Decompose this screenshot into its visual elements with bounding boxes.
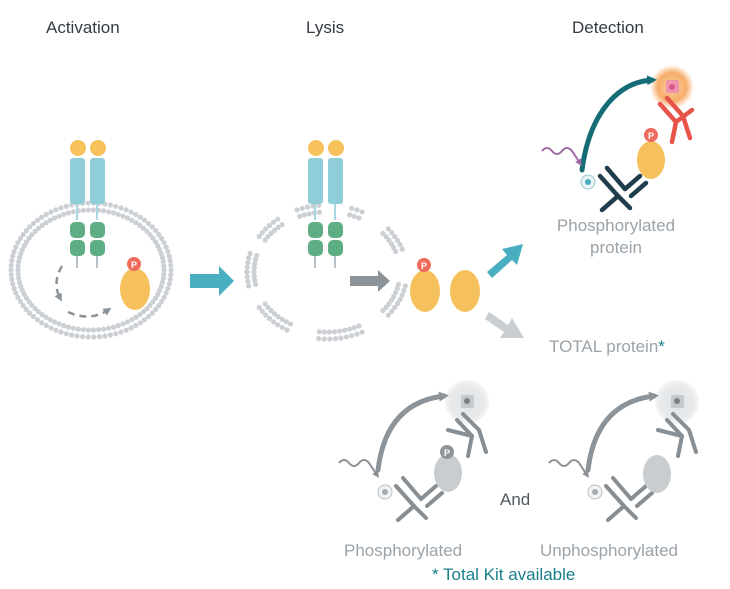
- stage-title-lysis: Lysis: [306, 18, 345, 37]
- excitation-light-icon: [541, 147, 582, 166]
- total-assay-unphospho: [548, 380, 699, 522]
- energy-transfer-arrow-grey-right: [585, 391, 659, 473]
- total-kit-footnote: * Total Kit available: [432, 565, 576, 584]
- total-antibody-grey-left: [446, 412, 488, 458]
- total-protein-text: TOTAL protein: [549, 337, 659, 356]
- phospho-protein-label-line2: protein: [590, 238, 642, 257]
- lysis-receptor: [308, 140, 344, 268]
- detection-phospho-protein: P: [637, 128, 665, 179]
- energy-transfer-arrow: [579, 75, 657, 173]
- activation-panel: P: [8, 140, 174, 340]
- signaling-arrow-right: [67, 307, 112, 318]
- released-phospho-protein: P: [410, 258, 440, 312]
- total-antibody-grey-right: [656, 412, 698, 458]
- total-unphospho-protein-grey: [643, 455, 671, 493]
- excitation-light-icon-grey-right: [548, 459, 589, 478]
- capture-antibody: [597, 165, 649, 213]
- lysis-arrow: [350, 270, 390, 292]
- total-phospho-label: Phosphorylated: [344, 541, 463, 560]
- stage-title-detection: Detection: [572, 18, 644, 37]
- donor-bead-grey-right: [587, 484, 603, 500]
- capture-antibody-grey-right: [604, 476, 654, 522]
- signaling-arrow-down: [54, 265, 64, 302]
- donor-bead-grey-left: [377, 484, 393, 500]
- lysis-panel: P: [244, 140, 480, 342]
- arrow-to-total-detection: [485, 312, 524, 338]
- total-protein-label: TOTAL protein*: [549, 337, 665, 357]
- svg-text:P: P: [131, 260, 137, 270]
- total-phospho-protein-grey: P: [434, 445, 462, 492]
- receptor-ligand-left: [70, 140, 86, 156]
- receptor-ligand-right: [90, 140, 106, 156]
- svg-text:P: P: [421, 261, 427, 271]
- stage-title-activation: Activation: [46, 18, 120, 37]
- svg-text:P: P: [444, 448, 450, 458]
- phospho-antibody: [657, 95, 695, 145]
- total-protein-asterisk: *: [658, 337, 665, 356]
- phospho-detection-assay: P: [541, 65, 695, 213]
- released-total-protein: [450, 270, 480, 312]
- kinase-domain: [70, 222, 105, 268]
- phospho-protein-label-line1: Phosphorylated: [556, 216, 676, 235]
- capture-antibody-grey-left: [394, 476, 444, 522]
- target-protein-phospho: P: [120, 257, 150, 310]
- total-assay-phospho: P: [338, 380, 489, 522]
- donor-bead: [580, 174, 596, 190]
- cell-membrane: [8, 200, 174, 340]
- receptor: [70, 158, 105, 220]
- arrow-activation-to-lysis: [190, 266, 234, 296]
- excitation-light-icon-grey-left: [338, 459, 379, 478]
- energy-transfer-arrow-grey-left: [375, 391, 449, 473]
- svg-text:P: P: [648, 131, 654, 141]
- and-label: And: [500, 490, 531, 509]
- arrow-to-phospho-detection: [487, 244, 523, 278]
- total-unphospho-label: Unphosphorylated: [540, 541, 678, 560]
- lysed-membrane-fragments: [244, 202, 408, 342]
